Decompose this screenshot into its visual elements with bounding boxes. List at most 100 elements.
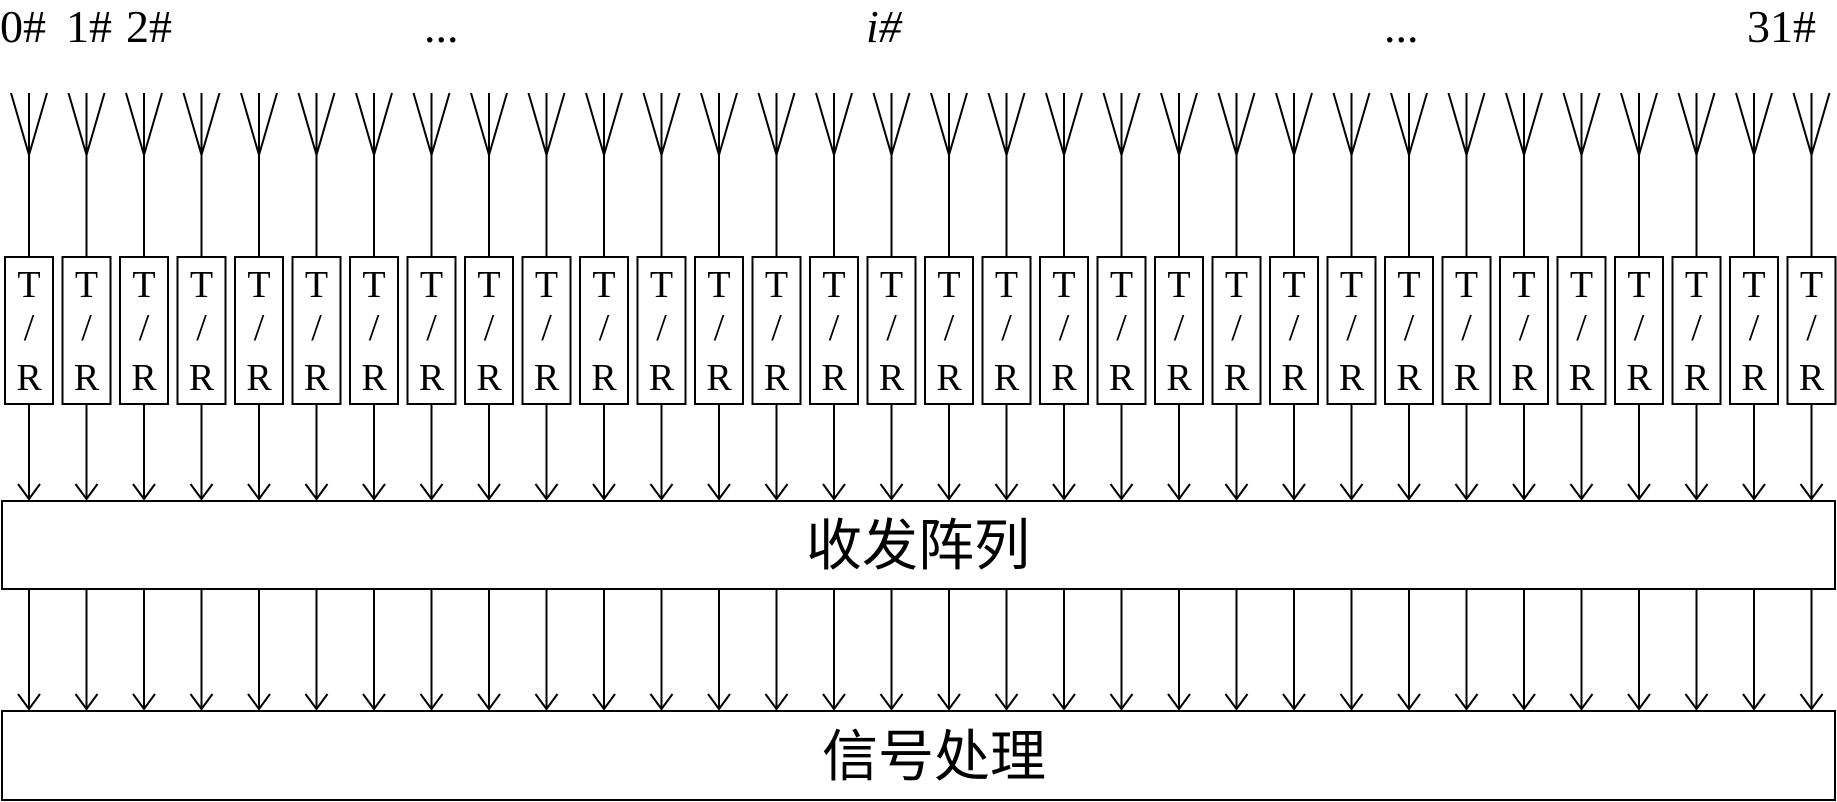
tr-module-box	[1499, 256, 1549, 405]
tr-module-letter: R	[1626, 357, 1652, 399]
tr-module-box	[1384, 256, 1434, 405]
tr-module-letter: T	[132, 264, 155, 306]
tr-module-letter: R	[879, 357, 905, 399]
tr-module-letter: R	[304, 357, 330, 399]
arrowhead-icon	[17, 483, 41, 501]
tr-module-letter: T	[1742, 264, 1765, 306]
antenna-left-arm	[240, 92, 260, 156]
antenna-left-arm	[1045, 92, 1065, 156]
arrowhead-icon	[247, 483, 271, 501]
antenna-icon	[297, 92, 336, 156]
antenna-left-arm	[182, 92, 203, 156]
tr-module-letter: T	[305, 264, 328, 306]
antenna-right-arm	[1465, 92, 1486, 156]
antenna-left-arm	[355, 92, 375, 156]
arrowhead-icon	[1052, 483, 1076, 501]
tr-module-letter: R	[994, 357, 1020, 399]
tr-module-letter: /	[1461, 307, 1472, 349]
transceiver-array-label: 收发阵列	[806, 514, 1030, 579]
antenna-icon	[240, 92, 278, 156]
tr-module-box	[1729, 256, 1779, 405]
tr-module-letter: T	[1512, 264, 1535, 306]
tr-module-box	[1154, 256, 1204, 405]
antenna-left-arm	[757, 92, 778, 156]
tr-module-letter: R	[361, 357, 387, 399]
arrowhead-icon	[17, 693, 41, 711]
antenna-icon	[930, 92, 968, 156]
tr-module-box	[521, 256, 572, 405]
antenna-left-arm	[297, 92, 318, 156]
antenna-left-arm	[67, 92, 88, 156]
transceiver-array-box	[1, 500, 1836, 590]
antenna-right-arm	[143, 92, 163, 156]
tr-module-letter: /	[24, 307, 35, 349]
arrowhead-icon	[592, 693, 616, 711]
tr-module-letter: T	[707, 264, 730, 306]
antenna-icon	[67, 92, 106, 156]
tr-module-letter: R	[1511, 357, 1537, 399]
channel-13: T/R	[751, 92, 802, 711]
arrowhead-icon	[1454, 483, 1479, 501]
arrowhead-icon	[937, 693, 961, 711]
arrowhead-icon	[304, 693, 329, 711]
antenna-right-arm	[1753, 92, 1773, 156]
antenna-left-arm	[10, 92, 30, 156]
channel-label-i: i#	[866, 1, 903, 52]
tr-module-box	[866, 256, 917, 405]
antenna-icon	[10, 92, 48, 156]
arrowhead-icon	[477, 693, 501, 711]
tr-module-letter: /	[944, 307, 955, 349]
antenna-right-arm	[718, 92, 738, 156]
channel-label-0: 0#	[0, 1, 46, 52]
antenna-icon	[872, 92, 911, 156]
arrowhead-icon	[879, 483, 904, 501]
antenna-left-arm	[1792, 92, 1813, 156]
arrowhead-icon	[534, 483, 559, 501]
tr-module-letter: /	[1634, 307, 1645, 349]
antenna-left-arm	[700, 92, 720, 156]
tr-module-letter: R	[1684, 357, 1710, 399]
antenna-right-arm	[258, 92, 278, 156]
tr-module-letter: /	[1289, 307, 1300, 349]
arrowhead-icon	[1339, 693, 1364, 711]
antenna-right-arm	[1408, 92, 1428, 156]
tr-module-letter: /	[254, 307, 265, 349]
tr-module-letter: R	[1109, 357, 1135, 399]
tr-module-letter: R	[1051, 357, 1077, 399]
arrowhead-icon	[1282, 483, 1306, 501]
tr-module-box	[176, 256, 227, 405]
antenna-icon	[1045, 92, 1083, 156]
antenna-left-arm	[412, 92, 433, 156]
arrowhead-icon	[707, 483, 731, 501]
antenna-right-arm	[1638, 92, 1658, 156]
antenna-right-arm	[1235, 92, 1256, 156]
arrowhead-icon	[1397, 483, 1421, 501]
signal-processing-box	[1, 710, 1836, 801]
tr-module-letter: R	[1741, 357, 1767, 399]
tr-module-letter: R	[821, 357, 847, 399]
arrowhead-icon	[1339, 483, 1364, 501]
channel-26: T/R	[1499, 92, 1549, 711]
antenna-right-arm	[948, 92, 968, 156]
channel-10: T/R	[579, 92, 629, 711]
antenna-right-arm	[833, 92, 853, 156]
tr-module-letter: T	[420, 264, 443, 306]
arrowhead-icon	[1742, 693, 1766, 711]
arrowhead-icon	[132, 483, 156, 501]
antenna-right-arm	[660, 92, 681, 156]
arrowhead-icon	[707, 693, 731, 711]
tr-module-letter: T	[247, 264, 270, 306]
tr-module-letter: /	[829, 307, 840, 349]
tr-module-box	[1269, 256, 1319, 405]
antenna-left-arm	[1332, 92, 1353, 156]
antenna-icon	[470, 92, 508, 156]
arrowhead-icon	[304, 483, 329, 501]
channel-14: T/R	[809, 92, 859, 711]
arrowhead-icon	[1052, 693, 1076, 711]
tr-module-letter: R	[1454, 357, 1480, 399]
tr-module-box	[406, 256, 457, 405]
antenna-right-arm	[315, 92, 336, 156]
tr-module-letter: /	[1174, 307, 1185, 349]
arrowhead-icon	[937, 483, 961, 501]
arrowhead-icon	[1167, 483, 1191, 501]
